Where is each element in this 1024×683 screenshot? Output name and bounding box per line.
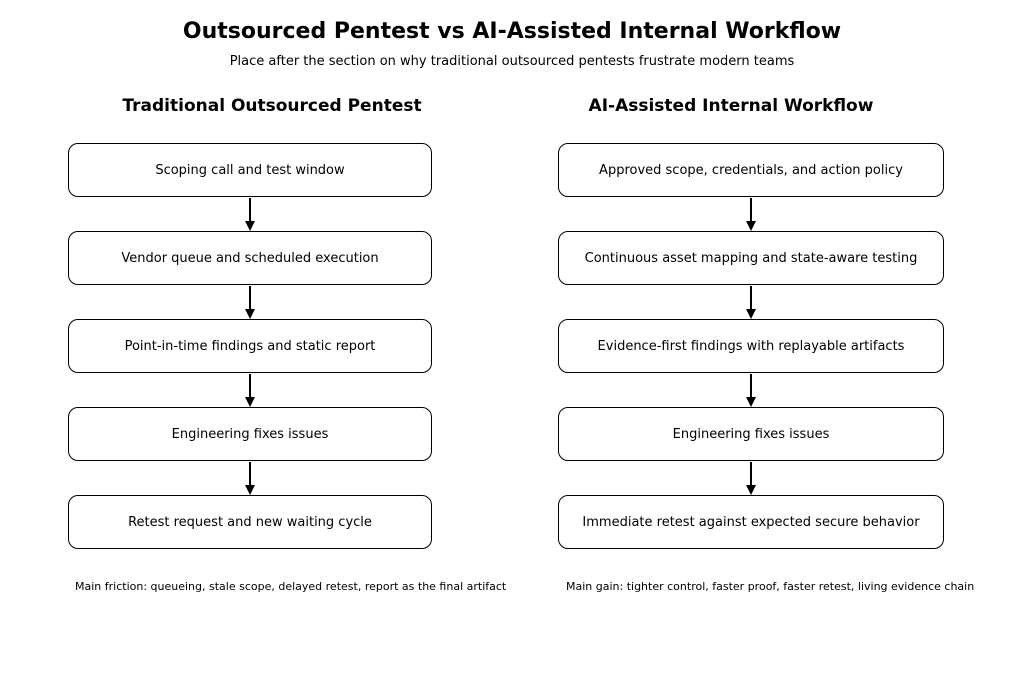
right-step-5-label: Immediate retest against expected secure… [582, 514, 920, 530]
right-step-5-box: Immediate retest against expected secure… [558, 495, 944, 549]
left-step-4-box: Engineering fixes issues [68, 407, 432, 461]
arrow-shaft [750, 462, 752, 485]
left-step-3-label: Point-in-time findings and static report [124, 338, 376, 354]
right-column-header: AI-Assisted Internal Workflow [588, 96, 874, 116]
arrow-head [746, 485, 756, 495]
left-step-1-label: Scoping call and test window [155, 162, 345, 178]
arrow-head [245, 309, 255, 319]
arrow-shaft [249, 198, 251, 221]
right-step-3-label: Evidence-first findings with replayable … [597, 338, 905, 354]
right-step-4-box: Engineering fixes issues [558, 407, 944, 461]
left-column-footer: Main friction: queueing, stale scope, de… [75, 580, 507, 593]
diagram-title: Outsourced Pentest vs AI-Assisted Intern… [182, 19, 842, 44]
arrow-shaft [249, 374, 251, 397]
left-step-1-box: Scoping call and test window [68, 143, 432, 197]
arrow-down-icon [244, 198, 256, 231]
arrow-down-icon [745, 374, 757, 407]
arrow-head [245, 221, 255, 231]
arrow-down-icon [244, 374, 256, 407]
right-step-2-label: Continuous asset mapping and state-aware… [584, 250, 918, 266]
left-step-5-label: Retest request and new waiting cycle [128, 514, 372, 530]
arrow-head [746, 309, 756, 319]
arrow-shaft [249, 462, 251, 485]
arrow-down-icon [745, 198, 757, 231]
left-column-header: Traditional Outsourced Pentest [122, 96, 422, 116]
right-step-4-label: Engineering fixes issues [672, 426, 830, 442]
right-step-1-box: Approved scope, credentials, and action … [558, 143, 944, 197]
arrow-head [245, 397, 255, 407]
arrow-head [746, 397, 756, 407]
left-step-3-box: Point-in-time findings and static report [68, 319, 432, 373]
right-step-2-box: Continuous asset mapping and state-aware… [558, 231, 944, 285]
arrow-shaft [750, 198, 752, 221]
left-step-2-box: Vendor queue and scheduled execution [68, 231, 432, 285]
arrow-head [245, 485, 255, 495]
arrow-head [746, 221, 756, 231]
right-step-1-label: Approved scope, credentials, and action … [599, 162, 903, 178]
arrow-shaft [249, 286, 251, 309]
arrow-down-icon [745, 286, 757, 319]
left-step-2-label: Vendor queue and scheduled execution [121, 250, 379, 266]
diagram-subtitle: Place after the section on why tradition… [229, 54, 795, 69]
arrow-shaft [750, 286, 752, 309]
left-step-5-box: Retest request and new waiting cycle [68, 495, 432, 549]
left-step-4-label: Engineering fixes issues [171, 426, 329, 442]
arrow-shaft [750, 374, 752, 397]
arrow-down-icon [244, 286, 256, 319]
arrow-down-icon [244, 462, 256, 495]
arrow-down-icon [745, 462, 757, 495]
right-step-3-box: Evidence-first findings with replayable … [558, 319, 944, 373]
right-column-footer: Main gain: tighter control, faster proof… [566, 580, 975, 593]
